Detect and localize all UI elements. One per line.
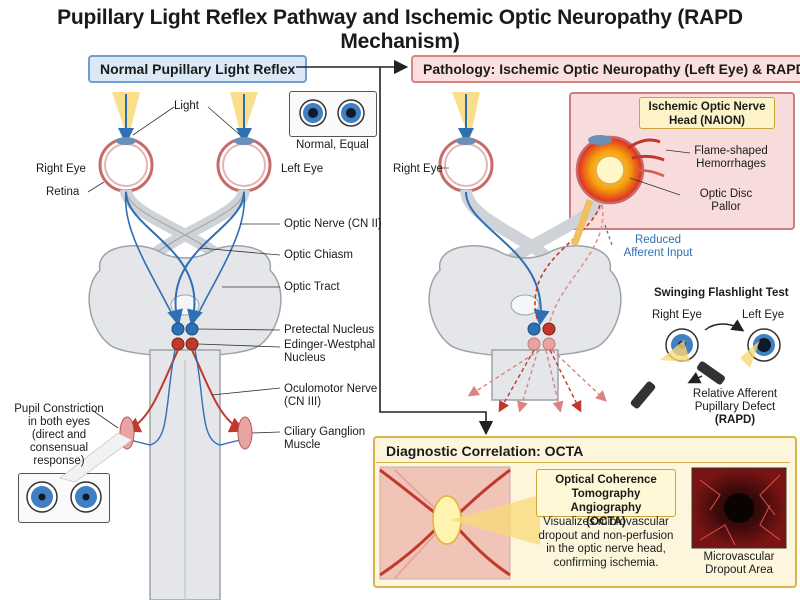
edinger-westphal-right xyxy=(185,337,199,351)
label-rapd-1: Relative Afferent xyxy=(692,388,778,400)
pathology-banner: Pathology: Ischemic Optic Neuropathy (Le… xyxy=(411,55,800,83)
label-microvascular-dropout: Microvascular xyxy=(703,551,775,563)
label-swing-left-eye: Left Eye xyxy=(742,309,785,321)
flame-hemorrhage-2 xyxy=(631,154,665,162)
octa-imagery xyxy=(379,466,787,580)
flame-hemorrhage-1 xyxy=(627,138,661,150)
flow-arrow-to-octa xyxy=(296,66,494,436)
label-constriction-2: in both eyes xyxy=(27,416,90,428)
page-title: Pupillary Light Reflex Pathway and Ische… xyxy=(57,6,743,53)
label-constriction-3: (direct and xyxy=(31,429,87,441)
pathology-pathway xyxy=(428,92,622,413)
label-rapd-3: (RAPD) xyxy=(714,414,756,426)
label-reduced-afferent-2: Afferent Input xyxy=(623,247,693,259)
label-flame-hemorrhages: Flame-shaped xyxy=(694,145,768,157)
naion-eye-detail xyxy=(570,135,691,247)
normal-reflex-banner: Normal Pupillary Light Reflex xyxy=(88,55,308,83)
label-constriction-5: response) xyxy=(33,455,85,467)
label-normal-equal: Normal, Equal xyxy=(296,139,369,151)
label-edinger-westphal-2: Nucleus xyxy=(284,352,326,364)
label-constriction-1: Pupil Constriction xyxy=(14,403,104,415)
octa-desc-line-3: in the optic nerve head, xyxy=(546,543,666,555)
label-flame-hemorrhages-2: Hemorrhages xyxy=(696,158,766,170)
swinging-flashlight-test xyxy=(630,319,781,409)
label-ciliary-muscle: Muscle xyxy=(284,439,321,451)
label-oculomotor-nerve-2: (CN III) xyxy=(284,396,322,408)
label-optic-disc-pallor-2: Pallor xyxy=(711,201,741,213)
naion-title-line-1: Ischemic Optic Nerve xyxy=(648,101,766,113)
label-right-eye: Right Eye xyxy=(36,163,86,175)
label-optic-disc-pallor: Optic Disc xyxy=(699,188,753,200)
octa-desc-line-4: confirming ischemia. xyxy=(553,556,659,569)
label-optic-chiasm: Optic Chiasm xyxy=(284,249,354,261)
label-rapd-2: Pupillary Defect xyxy=(694,401,776,413)
label-swing-right-eye: Right Eye xyxy=(652,309,702,321)
octa-inner-box: Optical Coherence Tomography Angiography… xyxy=(536,469,676,528)
octa-inner-line-1: Optical Coherence xyxy=(555,474,657,486)
octa-description: Visualizes microvascular dropout and non… xyxy=(520,516,692,570)
normal-pathway xyxy=(26,92,365,600)
octa-inner-line-3: (OCTA) xyxy=(586,516,626,528)
octa-scan-beam xyxy=(450,495,540,545)
label-oculomotor-nerve: Oculomotor Nerve xyxy=(284,383,378,395)
octa-desc-line-2: dropout and non-perfusion xyxy=(538,529,674,542)
label-pretectal-nucleus: Pretectal Nucleus xyxy=(284,324,375,336)
flashlight-left xyxy=(630,381,656,409)
naion-title: Ischemic Optic Nerve Head (NAION) xyxy=(639,97,775,129)
label-light: Light xyxy=(174,100,199,112)
octa-desc-line-1: Visualizes microvascular xyxy=(543,516,669,528)
path-right-eyeball xyxy=(438,137,494,193)
right-eyeball xyxy=(98,137,154,193)
label-dropout-area: Dropout Area xyxy=(705,564,773,576)
ciliary-muscle-left xyxy=(237,416,253,450)
edinger-westphal-left xyxy=(171,337,185,351)
pretectal-nucleus-left xyxy=(171,322,185,336)
pretectal-nucleus-right xyxy=(185,322,199,336)
label-optic-nerve: Optic Nerve (CN II) xyxy=(284,218,382,230)
label-optic-tract: Optic Tract xyxy=(284,281,340,293)
label-reduced-afferent: Reduced xyxy=(634,234,682,246)
label-swinging-flashlight: Swinging Flashlight Test xyxy=(654,287,789,299)
octa-inner-line-2: Tomography Angiography xyxy=(570,488,642,514)
label-left-eye: Left Eye xyxy=(281,163,324,175)
left-eyeball xyxy=(216,137,272,193)
flashlight-right xyxy=(697,361,725,385)
label-retina: Retina xyxy=(46,186,80,198)
label-edinger-westphal: Edinger-Westphal xyxy=(284,339,376,351)
label-constriction-4: consensual xyxy=(29,442,89,454)
octa-title: Diagnostic Correlation: OCTA xyxy=(376,439,790,463)
naion-title-line-2: Head (NAION) xyxy=(668,115,746,127)
label-ciliary-ganglion: Ciliary Ganglion xyxy=(284,426,366,438)
label-path-right-eye: Right Eye xyxy=(393,163,443,175)
